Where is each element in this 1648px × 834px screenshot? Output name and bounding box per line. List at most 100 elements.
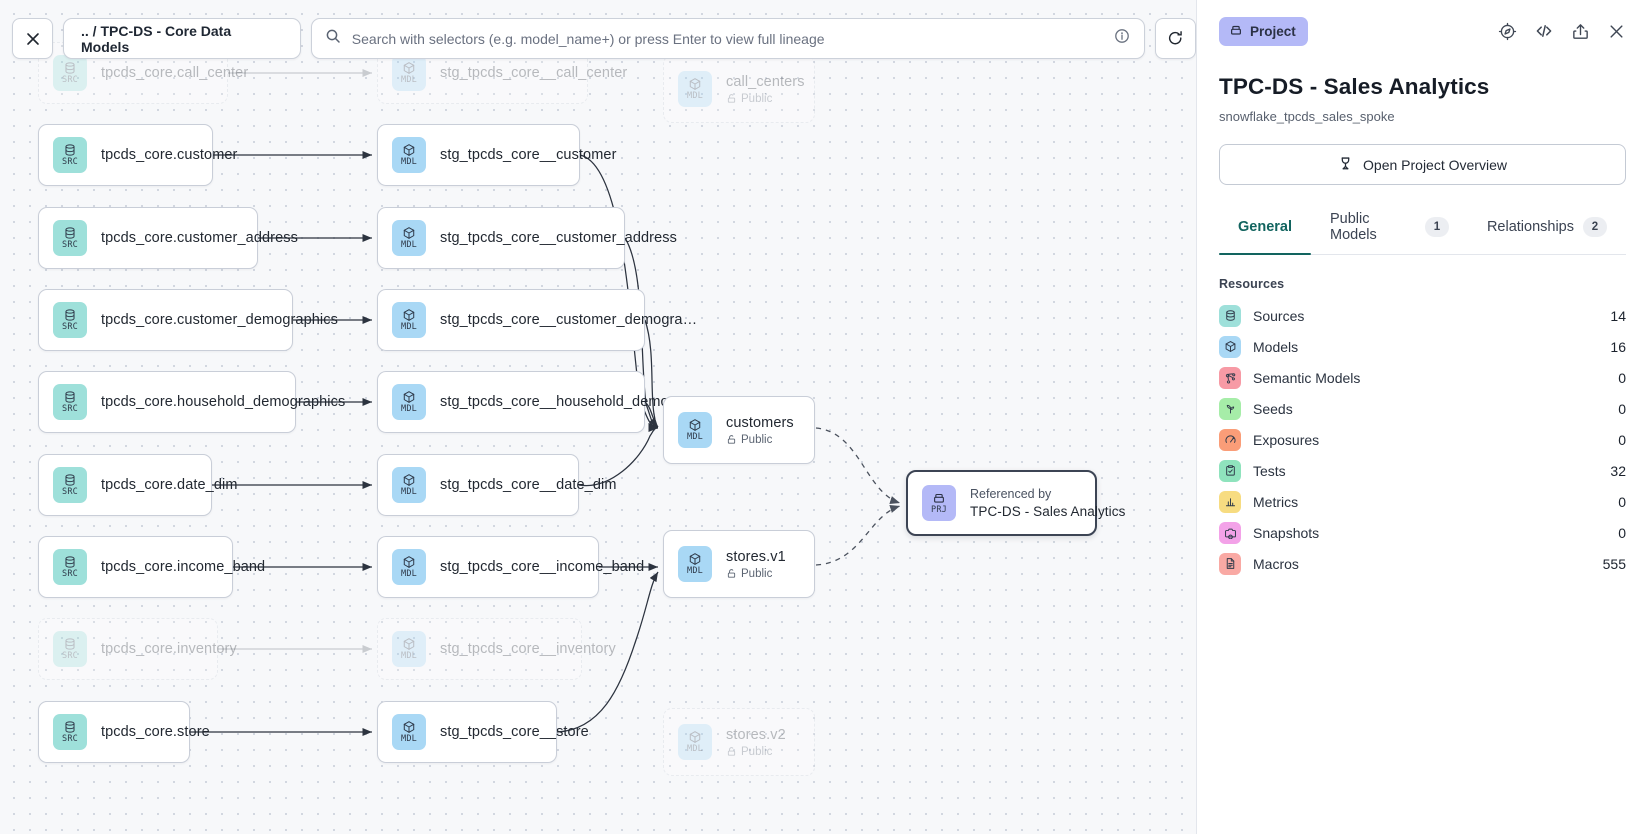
resource-name: Macros [1253, 555, 1299, 572]
refresh-button[interactable] [1155, 18, 1196, 59]
tab-relationships[interactable]: Relationships 2 [1468, 211, 1626, 254]
resource-row-metrics[interactable]: Metrics 0 [1219, 486, 1626, 517]
tab-general[interactable]: General [1219, 211, 1311, 255]
tab-count-badge: 2 [1583, 217, 1607, 237]
resource-count: 0 [1618, 369, 1626, 386]
cube-icon: MDL [678, 412, 712, 448]
resource-count: 555 [1602, 555, 1626, 572]
node-label: stg_tpcds_core__household_demogr… [440, 394, 697, 410]
node-label: stores.v1 [726, 548, 786, 565]
compass-icon[interactable] [1498, 22, 1517, 41]
open-project-overview-button[interactable]: Open Project Overview [1219, 144, 1626, 185]
node-label: stg_tpcds_core__store [440, 724, 589, 740]
node-access-label: Public [741, 567, 773, 580]
lineage-node-src-cust-addr[interactable]: SRC tpcds_core.customer_address [38, 207, 298, 269]
node-access-badge: Public [726, 434, 794, 446]
gauge-icon [1219, 428, 1241, 451]
node-access-label: Public [741, 433, 773, 446]
database-icon: SRC [53, 302, 87, 338]
lineage-search[interactable] [310, 18, 1145, 59]
project-icon [1229, 23, 1243, 40]
search-input[interactable] [351, 30, 1103, 47]
cube-icon: MDL [678, 71, 712, 107]
cube-icon: MDL [392, 302, 426, 338]
code-icon[interactable] [1534, 21, 1554, 41]
node-kind-tag: MDL [401, 734, 417, 745]
database-icon: SRC [53, 55, 87, 91]
node-label: stg_tpcds_core__income_band [440, 559, 645, 575]
lineage-node-mdl-store[interactable]: MDL stg_tpcds_core__store [377, 701, 589, 763]
node-label: tpcds_core.customer_address [101, 230, 298, 246]
resource-name: Seeds [1253, 400, 1293, 417]
resource-count: 0 [1618, 493, 1626, 510]
lineage-node-mdl-cust-demo[interactable]: MDL stg_tpcds_core__customer_demogra… [377, 289, 697, 351]
tab-label: General [1238, 219, 1292, 235]
node-kind-tag: MDL [401, 404, 417, 415]
project-identifier: snowflake_tpcds_sales_spoke [1219, 109, 1395, 124]
close-lineage-button[interactable] [12, 18, 53, 59]
lock-icon [726, 93, 737, 104]
node-label: tpcds_core.store [101, 724, 210, 740]
panel-header-actions [1498, 21, 1626, 41]
resource-row-macros[interactable]: Macros 555 [1219, 548, 1626, 579]
resource-name: Tests [1253, 462, 1286, 479]
lineage-node-mdl-hh-demo[interactable]: MDL stg_tpcds_core__household_demogr… [377, 371, 696, 433]
tab-label: Relationships [1486, 219, 1574, 235]
node-kind-tag: SRC [62, 487, 78, 498]
node-kind-tag: SRC [62, 240, 78, 251]
resource-name: Semantic Models [1253, 369, 1361, 386]
node-kind-tag: SRC [62, 404, 78, 415]
node-label: stg_tpcds_core__customer_demogra… [440, 312, 698, 328]
node-kind-tag: MDL [401, 157, 417, 168]
info-circle-icon[interactable] [1114, 28, 1130, 49]
node-kind-tag: MDL [687, 91, 703, 102]
seedling-icon [1219, 397, 1241, 420]
breadcrumb[interactable]: .. / TPC-DS - Core Data Models [63, 18, 301, 59]
close-icon[interactable] [1607, 22, 1626, 41]
node-kind-tag: MDL [401, 240, 417, 251]
clipboard-check-icon [1219, 459, 1241, 482]
node-kind-tag: MDL [687, 432, 703, 443]
database-icon: SRC [53, 631, 87, 667]
resource-name: Exposures [1253, 431, 1320, 448]
resource-count: 0 [1618, 431, 1626, 448]
cube-icon: MDL [678, 724, 712, 760]
database-icon: SRC [53, 549, 87, 585]
node-label: stg_tpcds_core__inventory [440, 641, 616, 657]
resource-row-semantic-models[interactable]: Semantic Models 0 [1219, 362, 1626, 393]
resource-name: Metrics [1253, 493, 1299, 510]
resource-row-exposures[interactable]: Exposures 0 [1219, 424, 1626, 455]
lock-icon [726, 434, 737, 445]
project-type-chip[interactable]: Project [1219, 16, 1308, 46]
resource-name: Models [1253, 338, 1299, 355]
node-kicker: Referenced by [970, 487, 1052, 501]
semantic-graph-icon [1219, 366, 1241, 389]
node-kind-tag: MDL [401, 322, 417, 333]
share-icon[interactable] [1571, 22, 1590, 41]
